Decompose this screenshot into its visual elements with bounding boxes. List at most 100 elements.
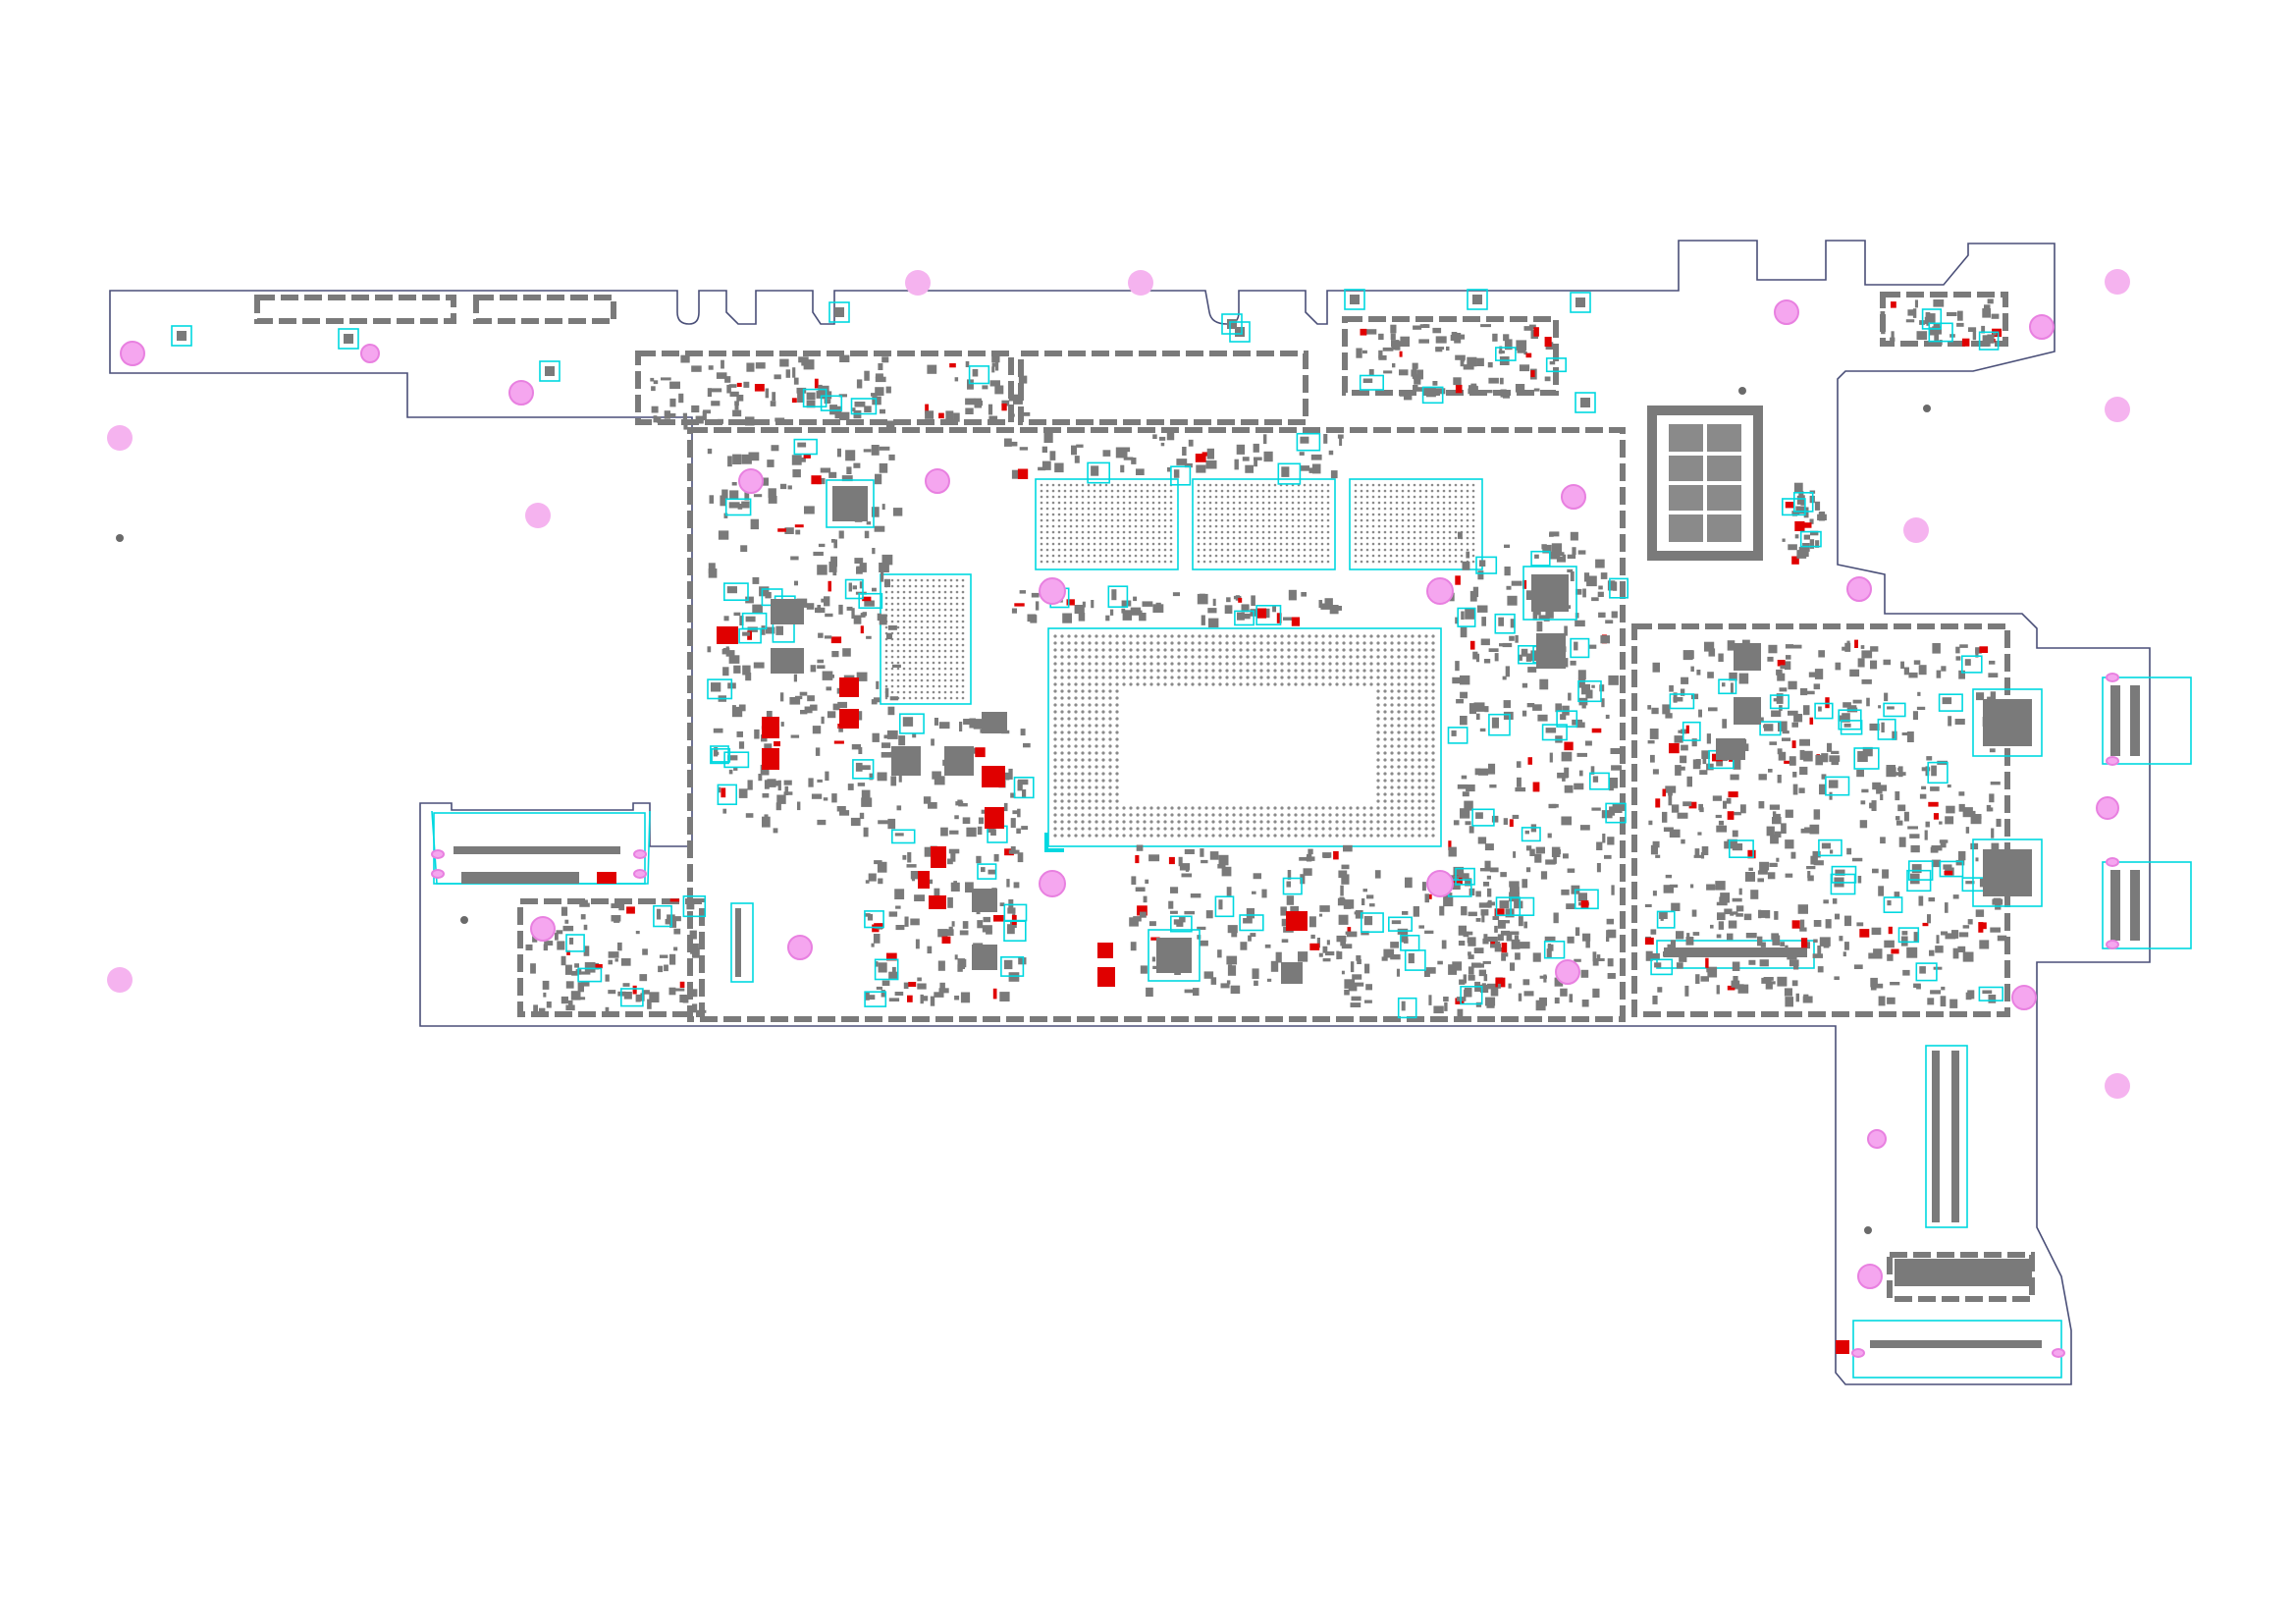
smd-pad <box>1663 885 1674 893</box>
cpu-ball <box>1376 758 1380 762</box>
memory-ball <box>890 596 894 600</box>
smd-pad <box>1341 944 1353 949</box>
smd-pad <box>813 551 824 557</box>
cpu-ball <box>1424 669 1428 673</box>
smd-pad <box>791 455 802 465</box>
memory-ball <box>1238 524 1242 528</box>
memory-ball <box>1226 518 1230 522</box>
smd-pad <box>728 769 733 775</box>
smd-pad <box>934 776 945 785</box>
cpu-ball <box>1115 744 1119 748</box>
smd-pad <box>1742 639 1750 645</box>
smd-pad <box>1272 605 1276 613</box>
cpu-ball <box>1218 634 1222 638</box>
cpu-ball <box>1108 669 1112 673</box>
memory-ball <box>1146 560 1149 564</box>
smd-pad <box>875 387 884 396</box>
memory-ball <box>1401 501 1405 505</box>
slot-hole <box>633 869 647 879</box>
memory-ball <box>1466 501 1469 505</box>
cpu-ball <box>1390 765 1394 769</box>
smd-pad <box>543 992 547 998</box>
smd-pad <box>892 664 901 668</box>
cpu-ball <box>1067 765 1071 769</box>
courtyard-box <box>1915 962 1938 982</box>
cpu-ball <box>1376 641 1380 645</box>
smd-pad <box>1264 944 1271 948</box>
memory-ball <box>1267 489 1271 493</box>
smd-pad <box>1706 884 1716 891</box>
memory-ball <box>1040 501 1043 505</box>
smd-pad <box>1772 811 1777 815</box>
cpu-ball <box>1156 662 1160 666</box>
smd-pad <box>878 820 888 825</box>
smd-pad <box>811 475 822 485</box>
smd-pad <box>1253 443 1259 453</box>
cpu-ball <box>1115 792 1119 796</box>
memory-ball <box>1051 536 1055 540</box>
smd-pad <box>1771 710 1782 718</box>
cpu-ball <box>1177 655 1181 659</box>
smd-pad <box>1655 798 1661 808</box>
smd-pad <box>741 454 752 464</box>
memory-ball <box>896 690 900 694</box>
memory-ball <box>1448 560 1452 564</box>
cpu-ball <box>1411 813 1415 817</box>
cpu-ball <box>1184 669 1188 673</box>
memory-ball <box>932 673 935 676</box>
smd-pad <box>1475 891 1481 897</box>
smd-pad <box>1652 996 1658 1004</box>
cpu-ball <box>1335 827 1339 831</box>
memory-ball <box>1104 542 1108 546</box>
memory-ball <box>943 673 947 676</box>
smd-pad <box>1574 641 1578 651</box>
memory-ball <box>961 590 965 594</box>
cpu-ball <box>1067 676 1071 679</box>
cpu-ball <box>1115 648 1119 652</box>
smd-pad <box>1539 975 1547 979</box>
cpu-ball <box>1390 779 1394 783</box>
smd-pad <box>1941 666 1947 672</box>
memory-ball <box>1389 513 1393 516</box>
smd-pad <box>1931 859 1942 868</box>
smd-pad <box>1554 997 1560 1004</box>
memory-ball <box>1146 513 1149 516</box>
smd-pad <box>577 982 584 993</box>
cpu-ball <box>1170 655 1174 659</box>
smd-pad <box>1011 469 1019 479</box>
memory-ball <box>902 578 906 582</box>
smd-pad <box>750 518 759 530</box>
smd-pad <box>852 407 856 411</box>
smd-pad <box>1929 949 1935 956</box>
smd-pad <box>1681 744 1688 751</box>
memory-ball <box>1365 483 1369 487</box>
cpu-ball <box>1417 785 1421 789</box>
smd-pad <box>1896 820 1903 826</box>
memory-ball <box>1075 560 1079 564</box>
memory-ball <box>1214 501 1218 505</box>
courtyard-box <box>710 745 729 765</box>
memory-ball <box>884 625 888 629</box>
smd-pad <box>1813 860 1824 866</box>
smd-pad <box>1813 920 1822 927</box>
memory-ball <box>1326 513 1330 516</box>
cpu-ball <box>1095 744 1098 748</box>
cpu-ball <box>1108 641 1112 645</box>
smd-pad <box>1595 559 1605 568</box>
cpu-ball <box>1204 634 1208 638</box>
cpu-ball <box>1115 827 1119 831</box>
cpu-ball <box>1335 669 1339 673</box>
memory-ball <box>1436 501 1440 505</box>
cpu-ball <box>1060 827 1064 831</box>
smd-pad <box>1965 992 1972 1001</box>
boss-pad <box>1575 298 1585 307</box>
memory-ball <box>1377 495 1381 499</box>
cpu-ball <box>1335 806 1339 810</box>
cpu-ball <box>1101 669 1105 673</box>
smd-pad <box>1486 875 1491 880</box>
memory-ball <box>1140 524 1144 528</box>
cpu-ball <box>1397 806 1401 810</box>
memory-ball <box>1040 495 1043 499</box>
cpu-ball <box>1411 634 1415 638</box>
fiducial <box>2105 269 2130 295</box>
